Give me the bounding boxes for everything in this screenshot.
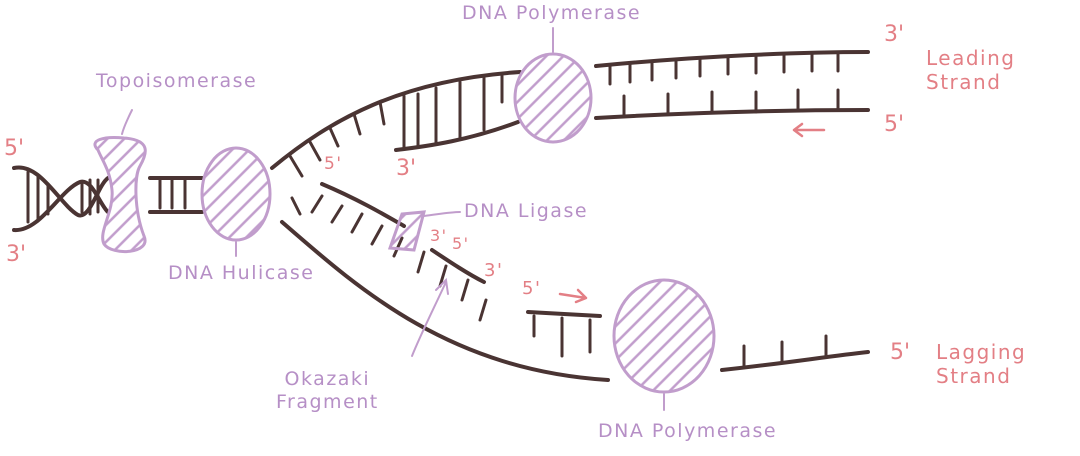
mid-rungs [158,178,187,210]
okazaki-leader [411,281,447,357]
upper-rungs [288,74,504,178]
okazaki-arrowhead [435,277,449,295]
polymerase-bottom-enzyme [612,278,716,394]
ligase-label: DNA Ligase [464,200,589,222]
lagging-template-strand [720,350,870,372]
upper-new-strand [394,120,520,152]
ligase-5-end-label: 5' [452,234,470,253]
topoisomerase-leader [121,109,133,135]
leading-strand-line1: Leading [926,46,1016,70]
leading-strand-label: Leading Strand [926,46,1015,94]
leading-direction-arrow [792,122,826,138]
lagging-direction-arrow [558,288,588,304]
lower-template-strand [280,220,610,382]
ligase-leader [423,211,461,217]
okazaki-fragment-strand [430,248,486,284]
lagging-strand-line2: Strand [936,364,1012,388]
leading-3-end-label: 3' [884,22,905,47]
polymerase-top-label: DNA Polymerase [462,2,642,24]
lagging-rungs [742,334,828,368]
polymerase-bottom-label: DNA Polymerase [598,420,778,442]
okazaki-label: Okazaki Fragment [276,370,379,412]
lagging-primer-strand [526,310,602,318]
leading-template-strand [594,50,870,68]
fork-5-end-label: 5' [324,154,343,174]
lagging-strand-line1: Lagging [936,340,1027,364]
topoisomerase-enzyme [93,136,147,254]
upper-inner-3-end-label: 3' [396,156,417,181]
okazaki-5-end-label: 5' [522,278,542,299]
helicase-label: DNA Hulicase [168,262,315,284]
leading-rungs [608,51,840,118]
leading-5-end-label: 5' [884,112,905,137]
topoisomerase-label: Topoisomerase [96,70,258,92]
helix-strand-bottom [12,179,110,233]
left-top-end-label: 5' [4,136,25,161]
helicase-enzyme [200,146,272,242]
lagging-strand-label: Lagging Strand [936,340,1026,388]
lagging-5-end-label: 5' [890,340,911,365]
okazaki-3-end-label: 3' [484,260,504,281]
okazaki-label-line2: Fragment [276,391,379,413]
okazaki-label-line1: Okazaki [284,368,371,390]
leading-strand-line2: Strand [926,70,1002,94]
left-bottom-end-label: 3' [6,242,27,267]
upper-template-strand [270,70,522,170]
leading-new-strand [594,108,870,120]
helix-rungs [26,170,100,224]
ligase-enzyme [387,210,426,252]
ligase-3-end-label: 3' [430,226,448,245]
polymerase-top-enzyme [513,52,593,144]
